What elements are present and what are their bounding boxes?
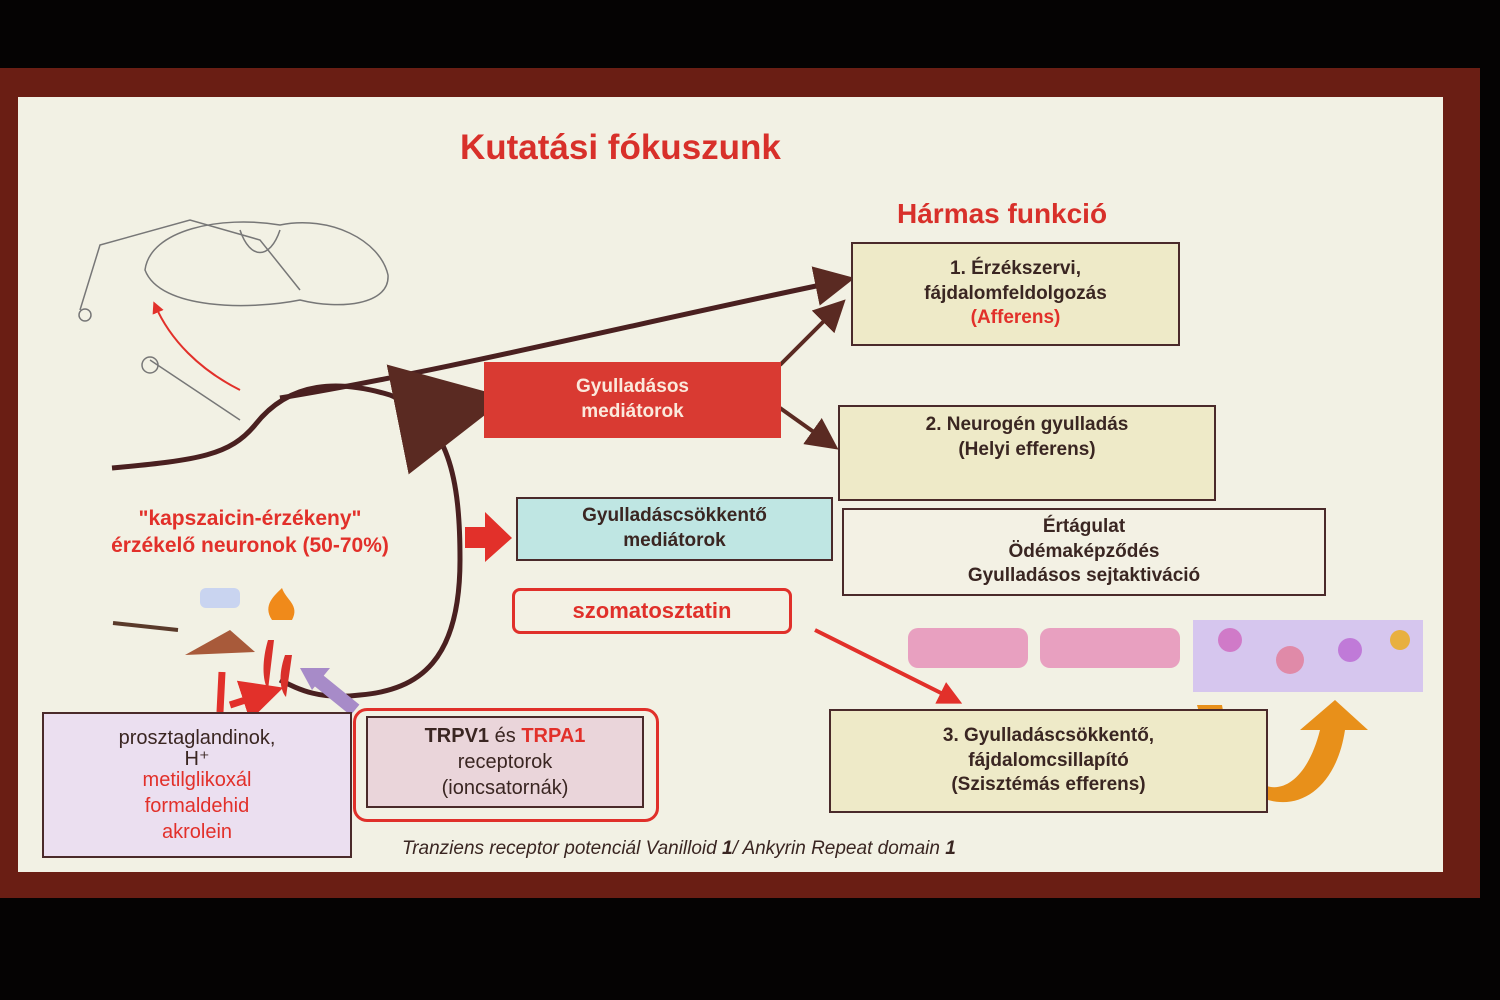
mediator-line: Gyulladásos [576,376,689,398]
ascending-arrow [152,301,241,391]
receptor-line: (ioncsatornák) [441,777,569,799]
footnote-text: Tranziens receptor potenciál Vanilloid [402,838,723,859]
footnote: Tranziens receptor potenciál Vanilloid 1… [402,838,956,860]
function-line: 1. Érzékszervi, [950,257,1081,279]
function-line: (Afferens) [970,307,1061,329]
neurons-line: érzékelő neuronok (50-70%) [111,534,389,558]
spinal-cord-sketch [78,219,389,421]
function-systemic: 3. Gyulladáscsökkentő, fájdalomcsillapít… [829,709,1268,813]
slide-title: Kutatási fókuszunk [460,128,781,167]
effect-line: Értágulat [1042,515,1126,537]
receptor-outline [353,708,659,822]
and: és [489,725,522,747]
inflammation-effects: Értágulat Ödémaképződés Gyulladásos sejt… [842,508,1326,596]
footnote-num: 1 [722,838,733,859]
effect-line: Gyulladásos sejtaktiváció [967,565,1201,587]
function-line: fájdalomcsillapító [968,749,1129,771]
function-line: 2. Neurogén gyulladás [925,414,1129,435]
stimulus: metilglikoxál [142,769,252,791]
somatostatin-label: szomatosztatin [512,588,792,634]
mediator-line: mediátorok [581,401,684,422]
neurons-line: "kapszaicin-érzékeny" [138,507,362,530]
campfire-icon [112,621,255,655]
function-line: (Szisztémás efferens) [951,774,1146,796]
stimulus: H⁺ [184,748,210,770]
function-line: (Helyi efferens) [958,438,1096,460]
receptors-box: TRPV1 és TRPA1 receptorok (ioncsatornák) [366,716,644,808]
neurons-label: "kapszaicin-érzékeny" érzékelő neuronok … [40,505,460,560]
stimulus: prosztaglandinok, [118,727,276,749]
ice-icon [200,588,240,608]
function-line: 3. Gyulladáscsökkentő, [942,724,1155,746]
somatostatin-arrow [814,628,963,704]
effect-line: Ödémaképződés [1008,540,1160,562]
function-afferent: 1. Érzékszervi, fájdalomfeldolgozás (Aff… [851,242,1180,346]
function-neurogenic: 2. Neurogén gyulladás (Helyi efferens) [838,405,1216,501]
trpv1: TRPV1 [424,725,490,747]
anti-inflammatory-mediators: Gyulladáscsökkentő mediátorok [516,497,833,561]
receptor-line: receptorok [457,751,553,773]
footnote-text: / Ankyrin Repeat domain [732,838,946,859]
footnote-num: 1 [945,838,956,859]
mediator-line: Gyulladáscsökkentő [582,505,767,527]
mediator-line: mediátorok [623,530,726,551]
anti-inflammatory-arrow [465,512,512,562]
slide-subtitle: Hármas funkció [897,198,1108,229]
receptor-arrow [313,674,360,716]
chili-pepper-icon [263,640,292,697]
stimulus: formaldehid [144,795,250,817]
stimuli-arrows [216,672,270,712]
receptor-names: TRPV1 és TRPA1 [368,723,642,749]
inflammatory-mediators: Gyulladásos mediátorok [484,362,781,438]
stimulus: akrolein [161,821,233,843]
trpa1: TRPA1 [521,725,586,747]
function-line: fájdalomfeldolgozás [924,282,1107,304]
stimuli-box: prosztaglandinok, H⁺ metilglikoxál forma… [42,712,352,858]
vessel-images [908,620,1423,692]
fire-icon [268,588,295,620]
